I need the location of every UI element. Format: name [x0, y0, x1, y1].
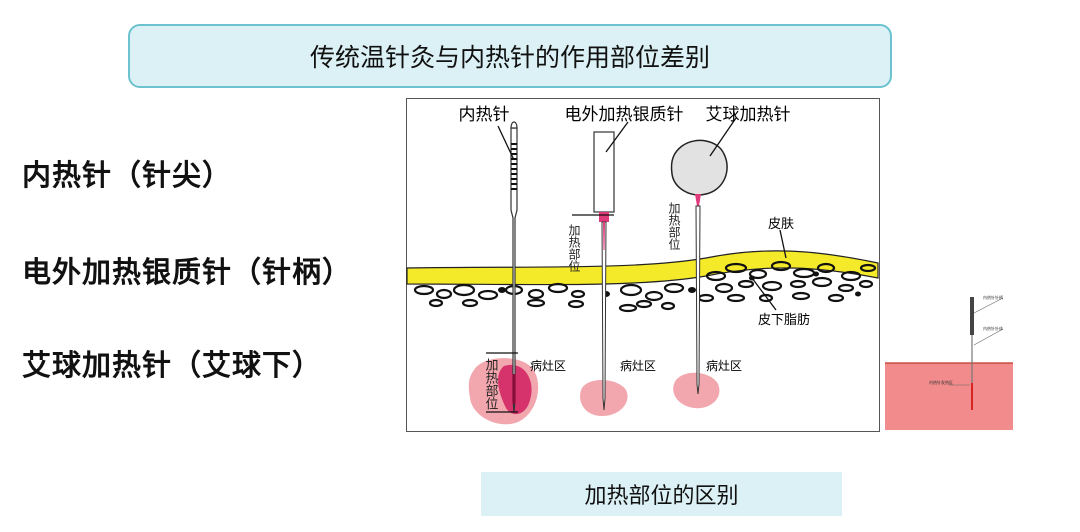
heat-label-silver: 加热部位 — [567, 224, 581, 272]
fat-label: 皮下脂肪 — [758, 312, 810, 328]
inset-needle-handle — [970, 297, 974, 335]
title-banner: 传统温针灸与内热针的作用部位差别 — [128, 24, 892, 88]
inset-label-handle: 内热针针柄 — [983, 294, 1003, 300]
inset-label-heat: 内热针发热区 — [929, 379, 953, 385]
skin-label: 皮肤 — [768, 217, 794, 232]
needle1-label: 内热针 — [459, 105, 510, 125]
inner-heat-needle — [510, 121, 518, 413]
label-inner-heat-needle: 内热针（针尖） — [22, 158, 233, 192]
lesion-label-1: 病灶区 — [530, 358, 566, 373]
inset-tissue — [885, 363, 1013, 430]
pointer-lines — [486, 117, 787, 413]
lesion-3 — [673, 372, 720, 409]
inset-pointer-mid — [973, 328, 1004, 346]
heat-label-moxa: 加热部位 — [667, 202, 681, 250]
inset-pointer-top — [973, 297, 1004, 314]
label-moxa-needle: 艾球加热针（艾球下） — [22, 348, 323, 382]
label-silver-needle: 电外加热银质针（针柄） — [22, 255, 353, 289]
caption-text: 加热部位的区别 — [584, 484, 739, 509]
heat-label-inner: 加热部位 — [483, 358, 499, 410]
caption-banner: 加热部位的区别 — [481, 472, 842, 516]
needle-diagram: 内热针 电外加热银质针 艾球加热针 加热部位 加热部位 加热部位 皮肤 皮下脂肪… — [406, 98, 880, 432]
moxa-ball-needle — [670, 139, 728, 395]
page-title: 传统温针灸与内热针的作用部位差别 — [309, 43, 710, 72]
lesion-label-3: 病灶区 — [706, 358, 742, 373]
silver-needle — [593, 131, 615, 411]
needle2-label: 电外加热银质针 — [565, 105, 684, 125]
inset-diagram: 内热针针柄 内热针针体 内热针发热区 — [885, 285, 1013, 430]
lesion-label-2: 病灶区 — [620, 358, 656, 373]
inset-label-body: 内热针针体 — [983, 325, 1003, 331]
skin-layer — [406, 250, 879, 286]
needle3-label: 艾球加热针 — [706, 105, 791, 125]
